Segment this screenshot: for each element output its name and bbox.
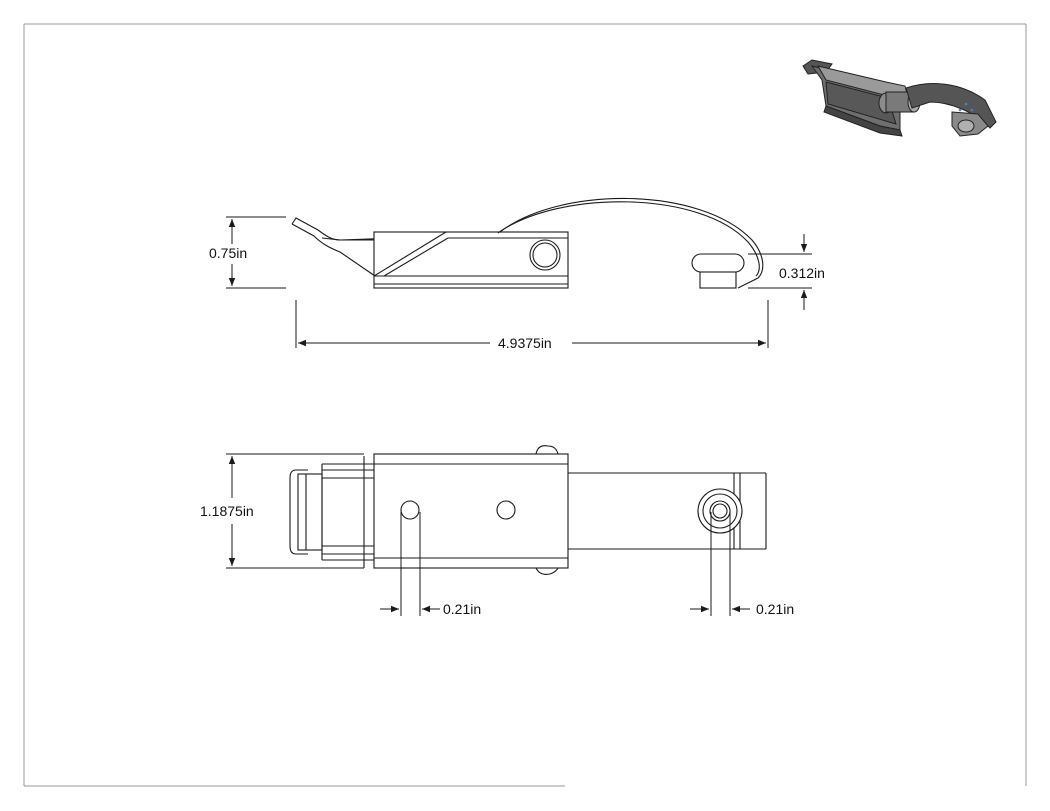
- sheet-border: [23, 23, 1027, 787]
- dim-label-height-side: 0.75in: [209, 245, 248, 261]
- dim-label-catch-height: 0.312in: [779, 265, 825, 281]
- dim-label-hole-right: 0.21in: [756, 601, 795, 617]
- latch-isometric-icon: [802, 59, 997, 137]
- dim-catch-height: [748, 234, 812, 310]
- dim-label-overall-length: 4.9375in: [498, 335, 552, 351]
- top-view: [289, 445, 767, 575]
- dim-hole-right: [690, 512, 750, 616]
- dim-label-width-top: 1.1875in: [200, 503, 254, 519]
- dim-overall-length: [295, 300, 769, 348]
- side-view: [291, 197, 764, 289]
- dim-hole-left: [380, 512, 440, 616]
- dim-label-hole-left: 0.21in: [443, 601, 482, 617]
- dim-height-side: [226, 216, 286, 289]
- dim-width-top: [226, 453, 364, 569]
